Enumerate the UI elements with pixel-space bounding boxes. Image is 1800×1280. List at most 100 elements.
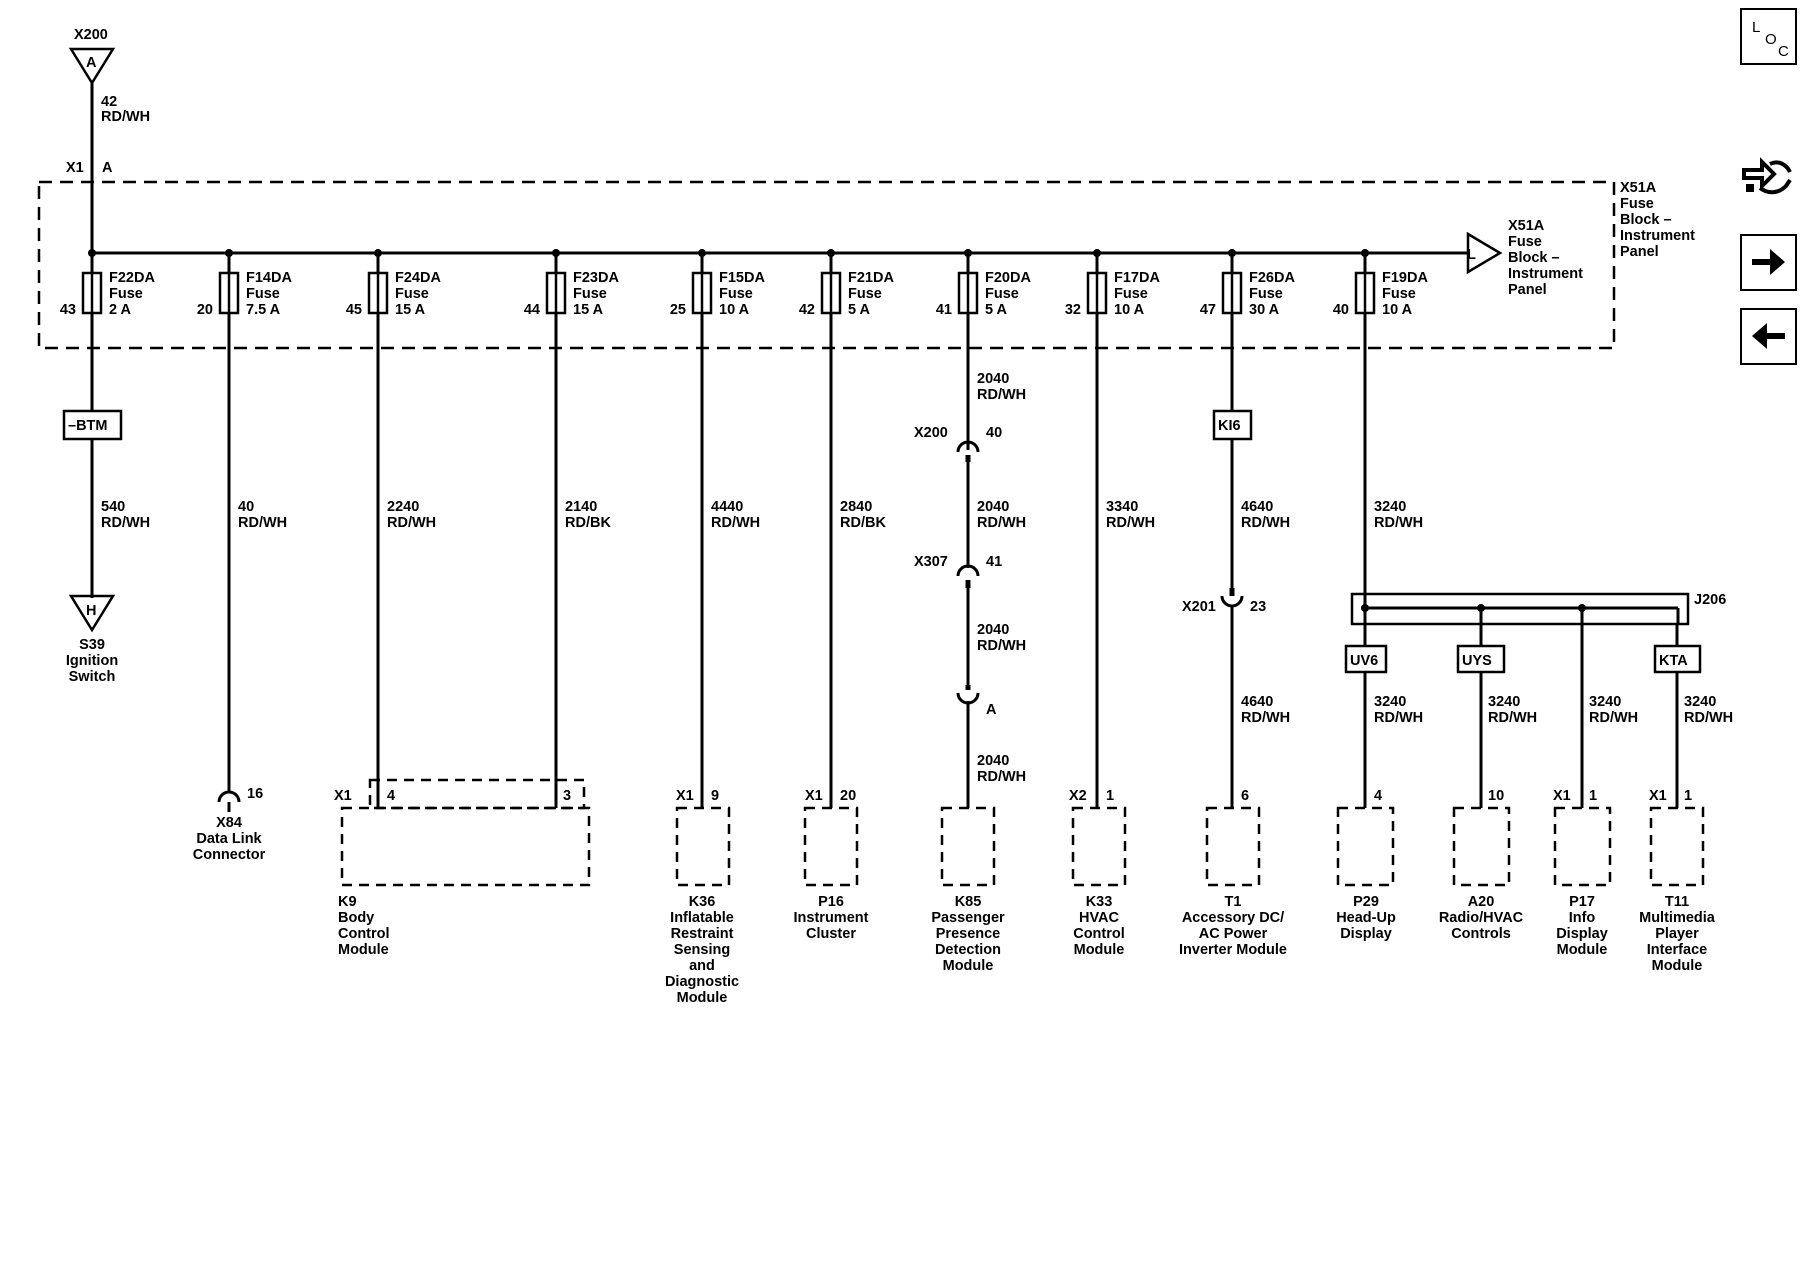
ignition-switch-symbol <box>68 594 116 633</box>
svg-text:Head-Up: Head-Up <box>1336 910 1396 926</box>
svg-text:Interface: Interface <box>1647 942 1707 958</box>
fuse-f19da-name: F19DA <box>1382 270 1428 286</box>
a20-radio-hvac-controls-box <box>1452 806 1511 887</box>
circuit-3240-num-4: 3240 <box>1589 694 1621 710</box>
svg-text:K33: K33 <box>1086 894 1113 910</box>
x200-top-connector-symbol <box>68 47 116 86</box>
p16-pin: 20 <box>840 788 856 804</box>
k36-module-box <box>675 806 731 887</box>
fuse-block-ref-symbol-letter: L <box>1467 247 1476 263</box>
fuse-f23da-rating: 15 A <box>573 302 604 318</box>
p16-instrument-cluster-box <box>803 806 859 887</box>
k36-pin: 9 <box>711 788 719 804</box>
x201-inline-connector-symbol <box>1220 595 1244 608</box>
svg-text:Module: Module <box>1074 942 1125 958</box>
svg-text:Display: Display <box>1340 926 1392 942</box>
fuse-f22da-name: F22DA <box>109 270 155 286</box>
k85-label: K85 Passenger Presence Detection Module <box>931 894 1005 974</box>
circuit-540-num: 540 <box>101 499 125 515</box>
svg-text:Presence: Presence <box>936 926 1001 942</box>
svg-text:Block –: Block – <box>1620 212 1672 228</box>
svg-text:Sensing: Sensing <box>674 942 730 958</box>
svg-text:Module: Module <box>677 990 728 1006</box>
k36-connector: X1 <box>676 788 694 804</box>
svg-text:Module: Module <box>943 958 994 974</box>
fuse-f23da-type: Fuse <box>573 286 607 302</box>
fuse-f20da-type: Fuse <box>985 286 1019 302</box>
svg-text:T11: T11 <box>1665 894 1689 910</box>
fuse-f21da-pin: 42 <box>799 302 815 318</box>
x307-inline-id: X307 <box>914 554 948 570</box>
previous-arrow-button[interactable] <box>1740 308 1797 365</box>
dlc-connector-symbol <box>217 790 241 803</box>
circuit-2040-color-2: RD/WH <box>977 515 1026 531</box>
connector-handshake-icon[interactable] <box>1740 150 1797 207</box>
svg-text:Module: Module <box>1557 942 1608 958</box>
svg-text:HVAC: HVAC <box>1079 910 1120 926</box>
loc-letter-c: C <box>1778 43 1789 60</box>
circuit-3240-color-1: RD/WH <box>1374 515 1423 531</box>
fuse-f14da-name: F14DA <box>246 270 292 286</box>
k9-pin-region <box>368 778 586 810</box>
svg-text:Connector: Connector <box>193 847 266 863</box>
circuit-3340-color: RD/WH <box>1106 515 1155 531</box>
k9-pin-a: 4 <box>387 788 395 804</box>
circuit-2040-color-1: RD/WH <box>977 387 1026 403</box>
fuse-f26da-pin: 47 <box>1200 302 1216 318</box>
uys-option-box <box>1456 644 1506 674</box>
fuse-f15da-name: F15DA <box>719 270 765 286</box>
fuse-block-boundary <box>37 180 1616 350</box>
ki6-option-code: KI6 <box>1218 418 1241 434</box>
fuse-f21da-rating: 5 A <box>848 302 871 318</box>
circuit-3240-color-2: RD/WH <box>1374 710 1423 726</box>
x201-inline-pin: 23 <box>1250 599 1266 615</box>
fuse-f21da-type: Fuse <box>848 286 882 302</box>
inline-connector-pin: A <box>102 160 113 176</box>
circuit-2240-num: 2240 <box>387 499 419 515</box>
fuse-f20da-name: F20DA <box>985 270 1031 286</box>
fuse-f15da-pin: 25 <box>670 302 686 318</box>
circuit-2040-color-4: RD/WH <box>977 769 1026 785</box>
k33-hvac-control-module-box <box>1071 806 1127 887</box>
t1-pin: 6 <box>1241 788 1249 804</box>
dlc-pin: 16 <box>247 786 263 802</box>
k9-label: K9 Body Control Module <box>338 894 390 958</box>
svg-text:Instrument: Instrument <box>1508 266 1583 282</box>
fuse-f23da-pin: 44 <box>524 302 540 318</box>
svg-text:K36: K36 <box>689 894 716 910</box>
p16-connector: X1 <box>805 788 823 804</box>
circuit-40-num: 40 <box>238 499 254 515</box>
svg-text:Control: Control <box>1073 926 1125 942</box>
circuit-3240-num-3: 3240 <box>1488 694 1520 710</box>
fuse-f19da-rating: 10 A <box>1382 302 1413 318</box>
t11-label: T11 Multimedia Player Interface Module <box>1639 894 1716 974</box>
fuse-f15da-type: Fuse <box>719 286 753 302</box>
circuit-3240-num-5: 3240 <box>1684 694 1716 710</box>
p17-pin: 1 <box>1589 788 1597 804</box>
kta-option-box <box>1653 644 1702 674</box>
fuse-f17da-rating: 10 A <box>1114 302 1145 318</box>
ignition-switch-letter: H <box>86 603 96 619</box>
loc-button[interactable]: L O C <box>1740 8 1797 65</box>
svg-text:Fuse: Fuse <box>1620 196 1654 212</box>
circuit-4640-num-2: 4640 <box>1241 694 1273 710</box>
circuit-2040-num-4: 2040 <box>977 753 1009 769</box>
kta-option-code: KTA <box>1659 653 1688 669</box>
svg-text:and: and <box>689 958 715 974</box>
k9-body-control-module-box <box>340 806 591 887</box>
svg-text:Ignition: Ignition <box>66 653 118 669</box>
circuit-2240-color: RD/WH <box>387 515 436 531</box>
circuit-3240-color-4: RD/WH <box>1589 710 1638 726</box>
circuit-3340-num: 3340 <box>1106 499 1138 515</box>
next-arrow-button[interactable] <box>1740 234 1797 291</box>
circuit-2040-num-1: 2040 <box>977 371 1009 387</box>
fuse-f26da-type: Fuse <box>1249 286 1283 302</box>
circuit-4640-color-2: RD/WH <box>1241 710 1290 726</box>
svg-text:Player: Player <box>1655 926 1699 942</box>
svg-text:Info: Info <box>1569 910 1596 926</box>
fuse-f26da-rating: 30 A <box>1249 302 1280 318</box>
arrow-right-icon <box>1752 249 1785 275</box>
svg-text:Display: Display <box>1556 926 1608 942</box>
circuit-2840-num: 2840 <box>840 499 872 515</box>
